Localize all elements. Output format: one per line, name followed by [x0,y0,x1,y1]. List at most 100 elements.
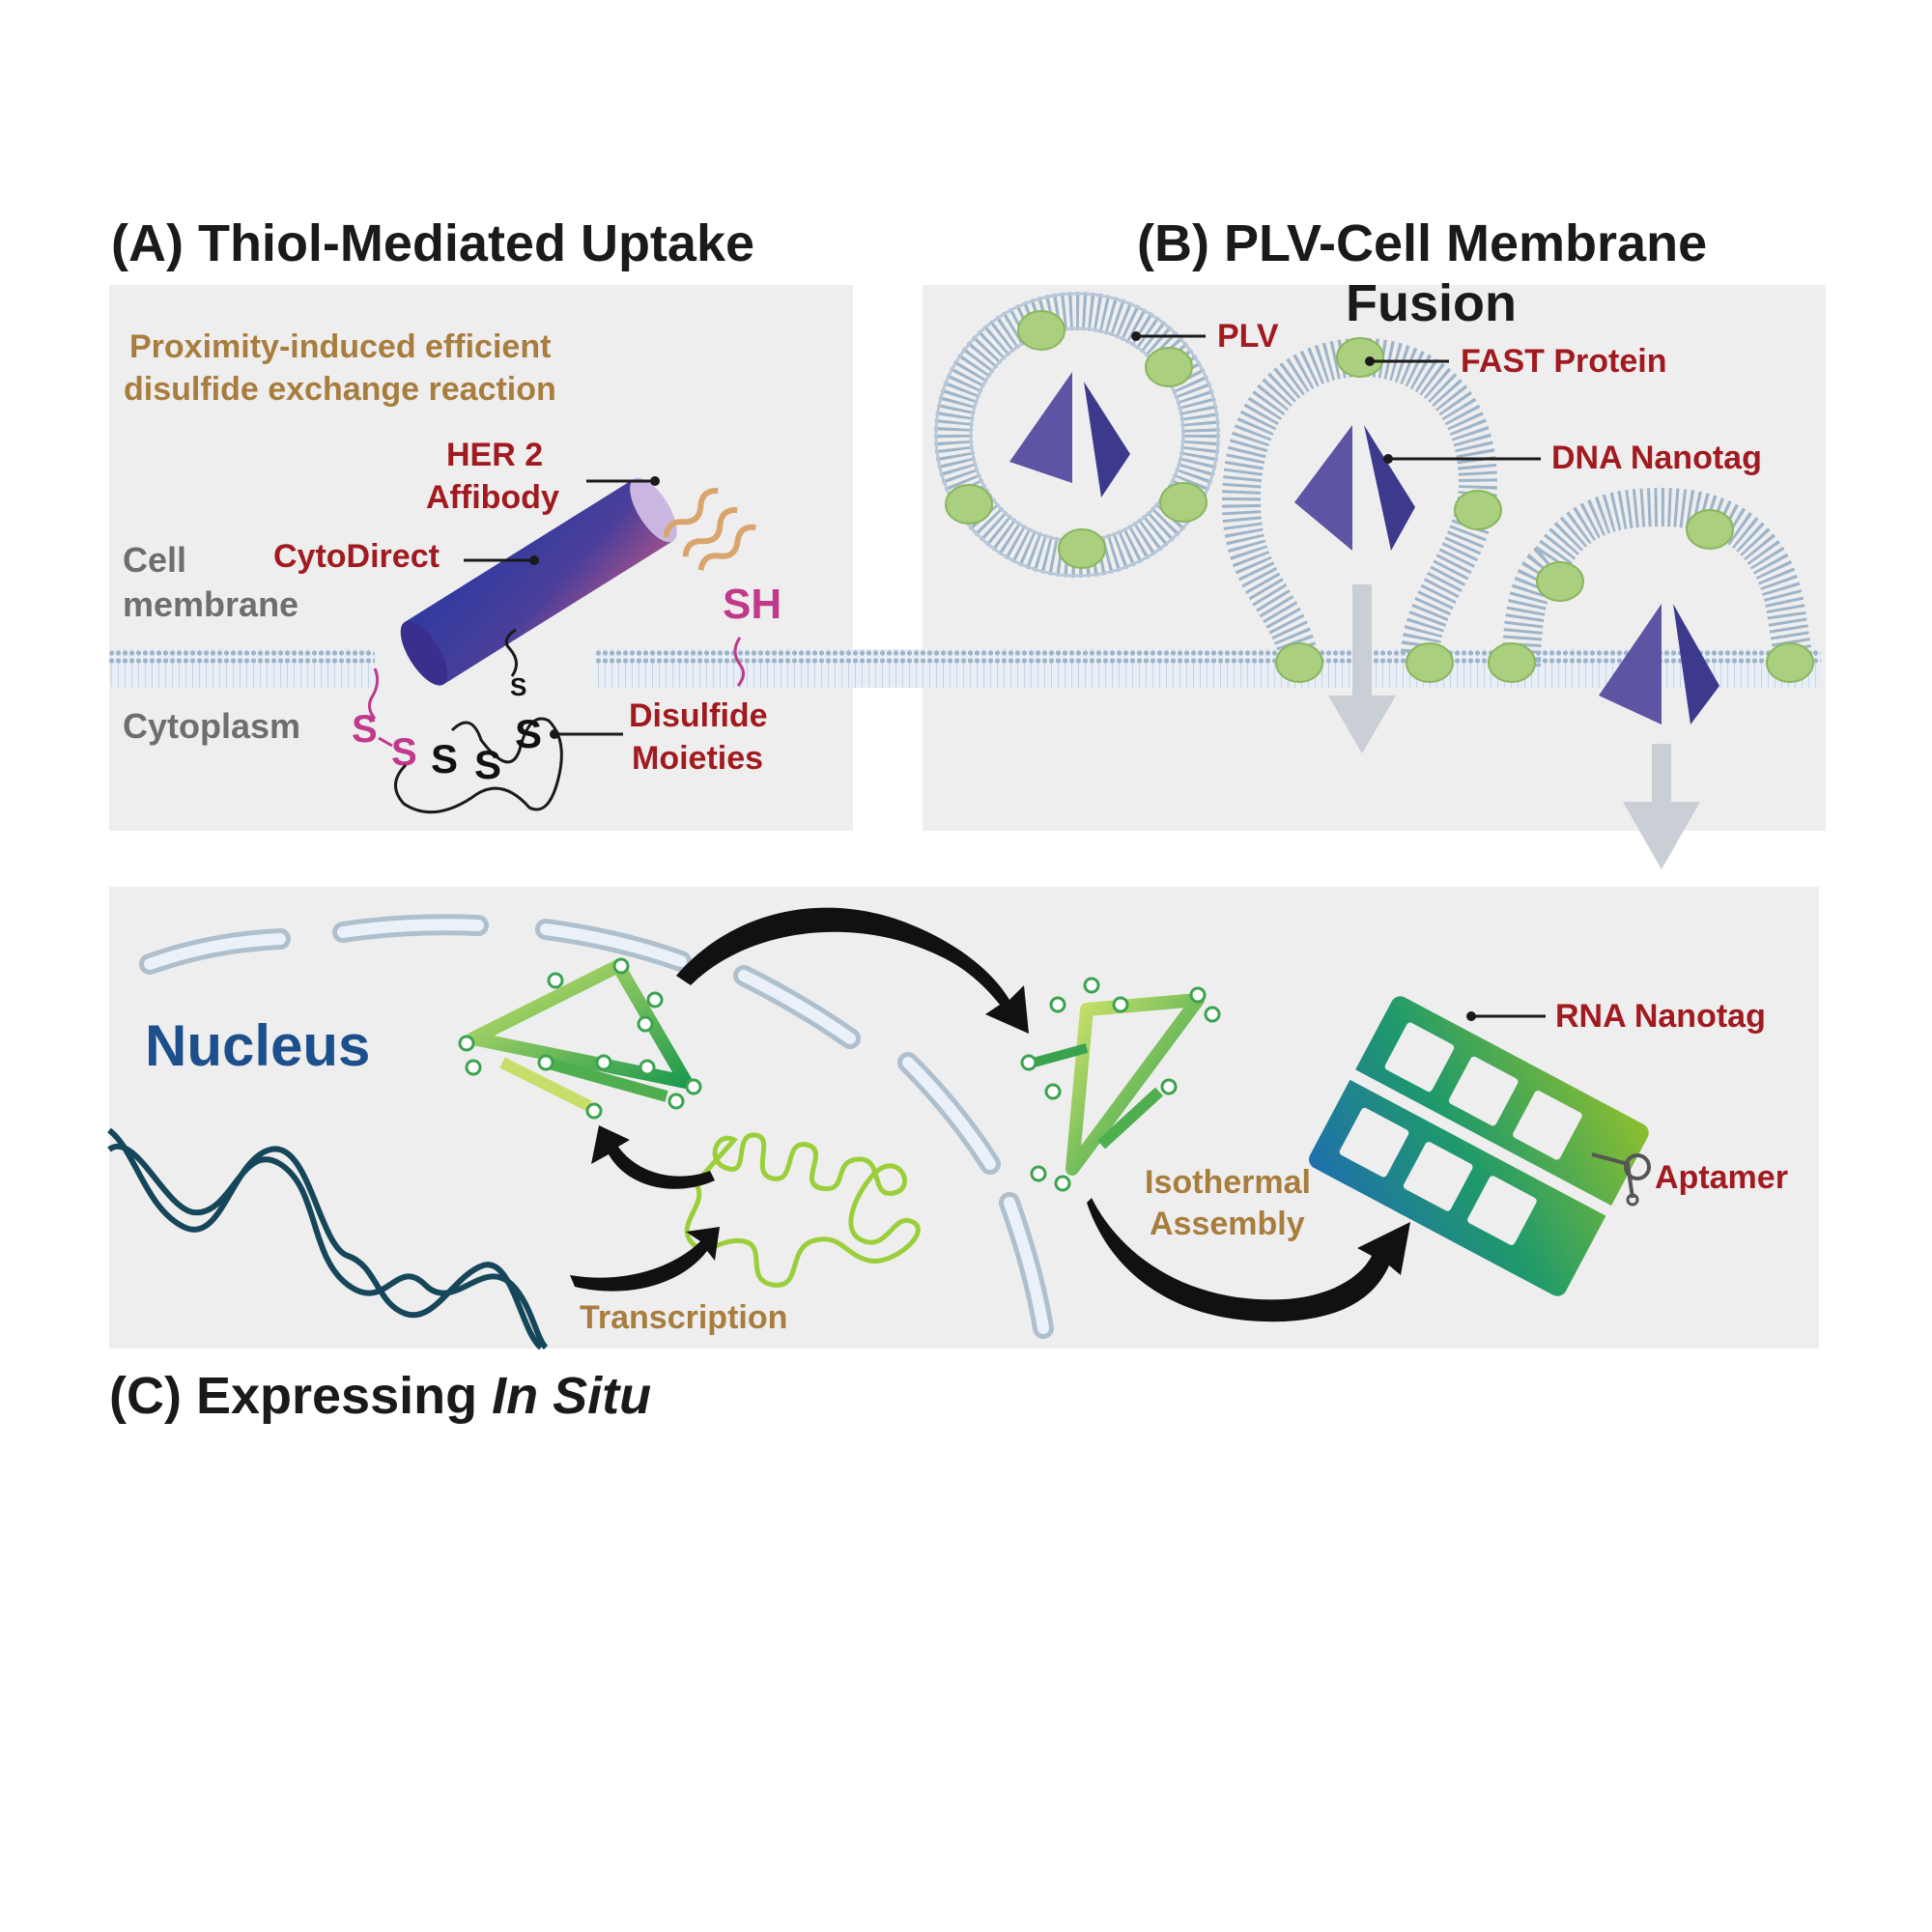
disulfide-chain [394,717,563,814]
gray-arrow-1 [1328,584,1396,753]
panel-b: PLV FAST Protein DNA Nanotag [934,292,1814,869]
rna-nanotag-windows [1339,1022,1620,1245]
disulfide-leader-dot [550,729,559,739]
fast-proteins [945,310,1814,683]
cytodirect-leader-dot [529,555,539,565]
panel-a-note-line1: Proximity-induced efficient [129,328,551,365]
isothermal-label-line2: Assembly [1150,1206,1305,1242]
fast-protein-leader-dot [1365,356,1375,366]
rna-branch [1032,1043,1089,1067]
rna-nanotag-label: RNA Nanotag [1555,998,1766,1035]
sh-linker [733,637,745,687]
arrow-transcription [570,1227,720,1292]
panel-b-title-line2: Fusion [1346,274,1517,332]
her2-leader-dot [650,476,660,486]
fast-protein [1058,528,1106,569]
fast-protein [1454,490,1502,530]
cylinder-end-right [630,477,677,543]
dna-double-helix [107,1127,549,1350]
plv-label: PLV [1217,318,1279,355]
fast-protein [945,484,993,525]
aptamer-label: Aptamer [1655,1159,1788,1196]
rna-structure-2 [1020,977,1221,1192]
her2-affibody-helices [663,488,756,571]
helix-3 [697,524,756,571]
helix-1 [663,488,719,538]
dna-nanotag-released-right [1673,604,1719,724]
panel-a-note-line2: disulfide exchange reaction [124,371,556,408]
plv-vesicle-membrane [934,292,1220,578]
arrow-to-structure-1 [591,1125,715,1189]
fast-protein [1159,482,1208,523]
rna-loops-2 [1020,977,1221,1192]
plv-vesicle-outer [934,292,1220,578]
panel-c-title: (C) Expressing In Situ [109,1367,651,1425]
transcription-label: Transcription [580,1299,787,1336]
rna-loops-1 [458,957,702,1120]
s-label-2: S [474,742,501,787]
entry-arrows [1328,584,1700,869]
fast-protein-label: FAST Protein [1461,343,1666,380]
dna-nanotag-fusing-left [1294,425,1352,551]
panel-a-title: (A) Thiol-Mediated Uptake [111,214,754,272]
gray-arrow-2 [1623,744,1700,869]
cell-membrane-left [109,649,375,688]
ss-anchor [368,668,380,720]
dna-nanotag-label: DNA Nanotag [1551,440,1762,476]
fast-protein [1536,561,1584,602]
nuclear-envelope-inner [144,919,1049,1334]
fast-protein [1686,509,1734,550]
helix-2 [682,507,738,557]
dna-nanotag-released-left [1599,604,1662,724]
dna-nanotag-vesicle-right [1084,382,1130,497]
s-label-3: S [515,711,542,756]
dna-nanotag-vesicle-left [1009,372,1072,483]
fast-protein [1406,642,1454,683]
transcribed-rna [684,1132,921,1288]
cytoplasm-label: Cytoplasm [123,706,300,746]
flow-arrows [570,907,1410,1322]
nucleus-label: Nucleus [145,1013,370,1078]
ss-bond [378,736,393,748]
rna-nanotag [1309,996,1649,1296]
dna-nanotag-fusing-right [1364,425,1415,551]
panel-b-title: (B) PLV-Cell Membrane [1137,214,1707,272]
cell-membrane-label-line1: Cell [123,540,186,580]
rna-structure-1 [458,957,702,1120]
cylinder-end-left [400,620,448,686]
fast-protein [1488,642,1536,683]
dna-nanotag-leader-dot [1383,454,1393,464]
cell-membrane-label-line2: membrane [123,584,298,624]
sh-label: SH [723,581,781,628]
rna-frame-2 [1065,993,1205,1176]
disulfide-label-line2: Moieties [632,740,763,777]
arrow-to-structure-2 [676,907,1029,1034]
s-small-label: S [510,672,526,701]
cytodirect-cylinder [400,477,677,686]
rna-branch [1096,1087,1164,1150]
dna-strand-1 [107,1127,544,1350]
dna-strand-2 [107,1144,549,1350]
aptamer-end [1626,1193,1639,1207]
her2-label-line1: HER 2 [446,437,543,473]
isothermal-label-line1: Isothermal [1145,1164,1311,1201]
cytodirect-label: CytoDirect [273,538,440,575]
plv-leader-dot [1131,331,1141,341]
fast-protein [1145,347,1193,387]
s-tether [504,628,518,677]
fast-protein [1336,337,1384,378]
aptamer-loop [1624,1153,1651,1180]
panel-c: Nucleus [107,907,1788,1350]
arrow-isothermal-assembly [1087,1198,1410,1322]
rna-nanotag-leader-dot [1466,1011,1476,1021]
cylinder-body [404,478,673,685]
fast-protein [1017,310,1065,351]
ss-left-s: S [352,708,378,751]
fast-protein [1766,642,1814,683]
disulfide-label-line1: Disulfide [629,697,768,734]
her2-label-line2: Affibody [426,479,559,516]
rna-branch [499,1057,592,1112]
fast-protein [1275,642,1323,683]
rna-branch [544,1057,668,1102]
